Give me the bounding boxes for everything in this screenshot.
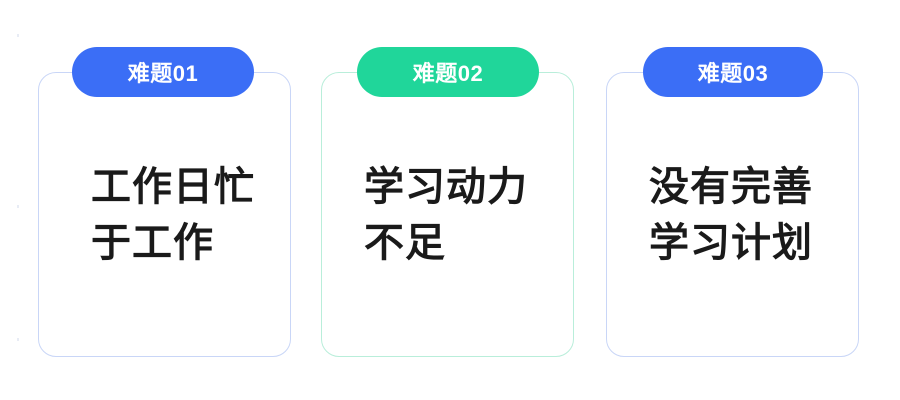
problem-card-1-badge[interactable]: 难题01	[72, 47, 254, 97]
problem-card-1[interactable]: 工作日忙 于工作	[38, 72, 291, 357]
problem-card-2-badge[interactable]: 难题02	[357, 47, 539, 97]
problem-card-2-text: 学习动力 不足	[364, 165, 528, 265]
problem-card-1-text: 工作日忙 于工作	[91, 165, 255, 265]
problem-card-2-badge-label: 难题02	[412, 61, 484, 86]
problem-card-1-body: 工作日忙 于工作	[39, 159, 290, 271]
problem-card-3[interactable]: 没有完善 学习计划	[606, 72, 859, 357]
problem-card-3-badge-label: 难题03	[697, 61, 769, 86]
edge-artifact-middle	[17, 205, 19, 208]
problem-card-3-badge[interactable]: 难题03	[643, 47, 823, 97]
edge-artifact-top	[17, 34, 19, 37]
problem-card-2-body: 学习动力 不足	[322, 159, 573, 271]
problem-card-1-badge-label: 难题01	[127, 61, 199, 86]
problem-card-2[interactable]: 学习动力 不足	[321, 72, 574, 357]
edge-artifact-bottom	[17, 338, 19, 341]
problem-card-3-body: 没有完善 学习计划	[607, 159, 858, 271]
problem-card-3-text: 没有完善 学习计划	[649, 165, 813, 265]
